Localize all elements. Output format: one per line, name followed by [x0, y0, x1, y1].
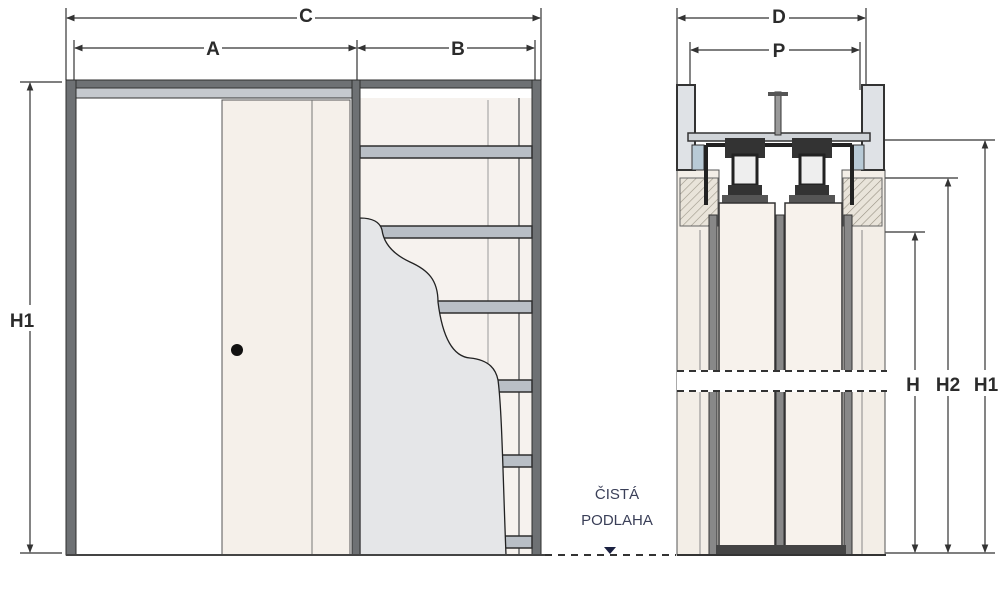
left-jamb — [65, 79, 77, 556]
floor-note-line2: PODLAHA — [581, 512, 653, 529]
dim-a-label: A — [206, 39, 220, 60]
door-handle — [231, 344, 243, 356]
dim-h2-label: H2 — [936, 375, 960, 396]
dim-d-label: D — [772, 7, 786, 28]
side-dimensions — [676, 8, 995, 554]
dim-h1-label: H1 — [10, 311, 35, 332]
dim-p-label: P — [773, 41, 786, 62]
roller-trolley-right — [789, 138, 835, 203]
dim-h1-side-label: H1 — [974, 375, 999, 396]
roller-trolley-left — [722, 138, 768, 203]
dim-h-label: H — [906, 375, 920, 396]
dim-b-label: B — [451, 39, 465, 60]
floor-note-line1: ČISTÁ — [595, 486, 639, 503]
floor-arrow-icon — [604, 547, 616, 554]
front-view-frame — [65, 79, 545, 556]
side-view-section — [676, 84, 887, 556]
dim-c-label: C — [299, 6, 313, 27]
sliding-door — [221, 99, 351, 556]
plaster-cutaway — [359, 217, 507, 556]
